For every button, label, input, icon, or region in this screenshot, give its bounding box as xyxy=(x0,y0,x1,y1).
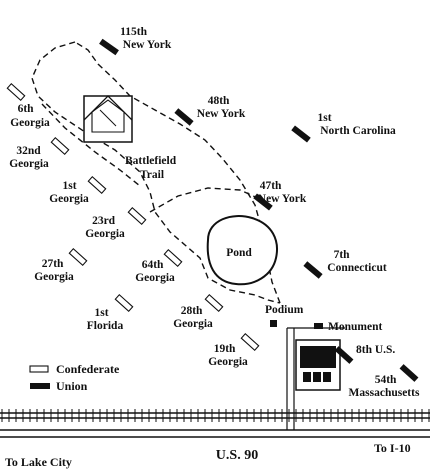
legend-confederate-label: Confederate xyxy=(56,362,120,376)
railroad xyxy=(0,409,430,422)
label-ga1: 1st Georgia xyxy=(49,180,89,205)
monument-marker xyxy=(314,323,323,329)
label-nc1: 1st North Carolina xyxy=(318,112,396,137)
label-us90: U.S. 90 xyxy=(216,448,258,463)
legend-union-swatch xyxy=(30,383,50,389)
unit-marker-ny48 xyxy=(174,108,194,126)
unit-marker-ct7 xyxy=(303,261,323,279)
unit-marker-ny115 xyxy=(99,38,119,56)
unit-marker-nc1 xyxy=(291,125,311,143)
trail-spur-center xyxy=(149,187,263,213)
unit-marker-ga28 xyxy=(204,293,224,313)
label-podium: Podium xyxy=(265,304,304,316)
label-pond: Pond xyxy=(226,247,252,259)
unit-marker-ga23 xyxy=(127,206,147,226)
label-fl1: 1st Florida xyxy=(87,307,124,332)
label-monument: Monument xyxy=(328,321,382,333)
legend: Confederate Union xyxy=(29,362,120,393)
label-ga64: 64th Georgia xyxy=(135,259,175,284)
label-ga6: 6th Georgia xyxy=(10,103,50,129)
label-ct7: 7th Connecticut xyxy=(327,249,387,274)
unit-marker-ga32 xyxy=(50,136,70,156)
label-ny48: 48th New York xyxy=(197,95,246,120)
label-ga19: 19th Georgia xyxy=(208,343,248,368)
unit-marker-ny47 xyxy=(253,193,273,211)
legend-union-label: Union xyxy=(56,379,88,393)
label-ga32: 32nd Georgia xyxy=(9,145,49,170)
map-symbol-icon xyxy=(83,95,133,143)
label-to-i10: To I-10 xyxy=(374,441,411,455)
unit-marker-ga6 xyxy=(6,82,26,102)
label-to-lake-city: To Lake City xyxy=(5,455,72,469)
label-ga23: 23rd Georgia xyxy=(85,215,125,240)
label-ga27: 27th Georgia xyxy=(34,258,74,283)
label-us8: 8th U.S. xyxy=(356,344,395,356)
label-ga28: 28th Georgia xyxy=(173,305,213,330)
unit-marker-ma54 xyxy=(399,364,419,382)
unit-marker-ga27 xyxy=(68,247,88,267)
label-battlefield-trail: Battlefield Trail xyxy=(125,155,179,181)
podium-marker xyxy=(270,320,277,327)
label-ma54: 54th Massachusetts xyxy=(349,374,420,399)
trail-spur-west xyxy=(41,103,141,187)
unit-marker-ga64 xyxy=(163,248,183,268)
visitor-building-icon xyxy=(295,339,341,391)
unit-marker-ga1 xyxy=(87,175,107,195)
unit-marker-fl1 xyxy=(114,293,134,313)
legend-confederate-swatch xyxy=(29,365,49,373)
unit-marker-us8 xyxy=(334,346,354,364)
pond-shape xyxy=(206,215,278,286)
label-ny47: 47th New York xyxy=(258,180,307,205)
unit-marker-ga19 xyxy=(240,332,260,352)
label-ny115: 115th New York xyxy=(120,26,172,51)
